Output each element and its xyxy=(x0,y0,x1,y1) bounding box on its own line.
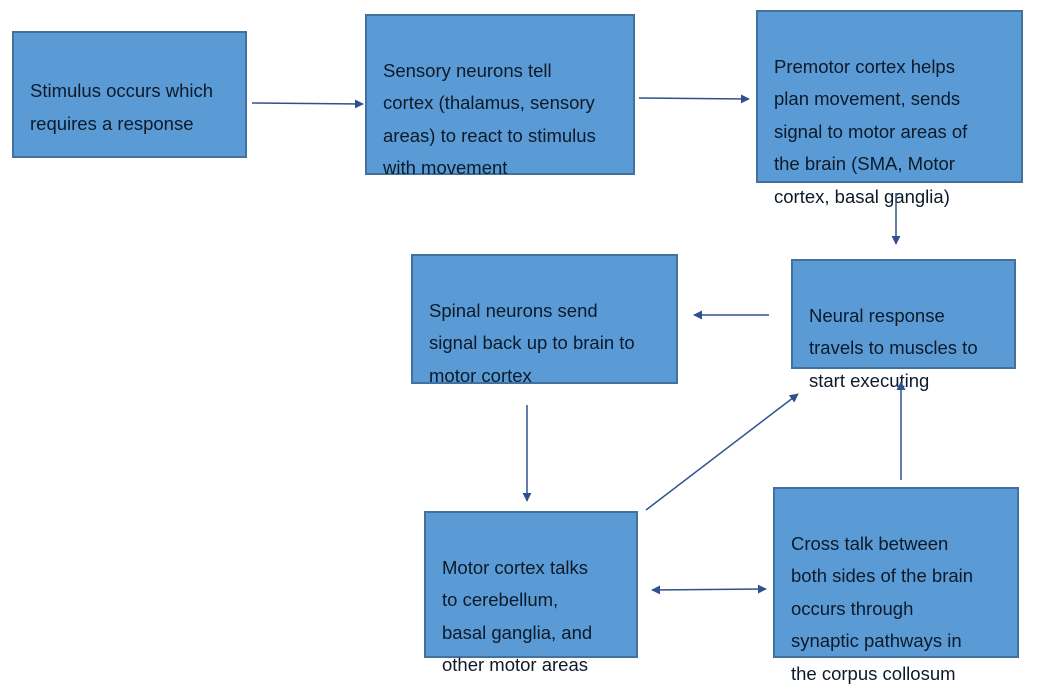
sensory-neurons-box: Sensory neurons tell cortex (thalamus, s… xyxy=(365,14,635,178)
spinal-neurons-box: Spinal neurons send signal back up to br… xyxy=(411,254,678,386)
arrow-sensory-to-premotor xyxy=(638,94,750,104)
arrow-stimulus-to-sensory xyxy=(251,99,364,109)
neural-response-box: Neural response travels to muscles to st… xyxy=(791,259,1016,391)
stimulus-text: Stimulus occurs which requires a respons… xyxy=(30,80,214,134)
motor-cortex-text: Motor cortex talks to cerebellum, basal … xyxy=(442,556,593,676)
stimulus-box: Stimulus occurs which requires a respons… xyxy=(12,31,247,158)
arrow-motor-to-neural xyxy=(645,393,799,511)
premotor-cortex-box: Premotor cortex helps plan movement, sen… xyxy=(756,10,1023,207)
premotor-cortex-text: Premotor cortex helps plan movement, sen… xyxy=(774,55,968,207)
neural-response-text: Neural response travels to muscles to st… xyxy=(809,304,978,391)
cross-talk-text: Cross talk between both sides of the bra… xyxy=(791,532,974,684)
sensory-neurons-text: Sensory neurons tell cortex (thalamus, s… xyxy=(383,59,596,179)
motor-cortex-box: Motor cortex talks to cerebellum, basal … xyxy=(424,511,638,675)
arrow-motor-crosstalk-bidirectional xyxy=(651,584,767,595)
cross-talk-box: Cross talk between both sides of the bra… xyxy=(773,487,1019,684)
spinal-neurons-text: Spinal neurons send signal back up to br… xyxy=(429,299,635,386)
